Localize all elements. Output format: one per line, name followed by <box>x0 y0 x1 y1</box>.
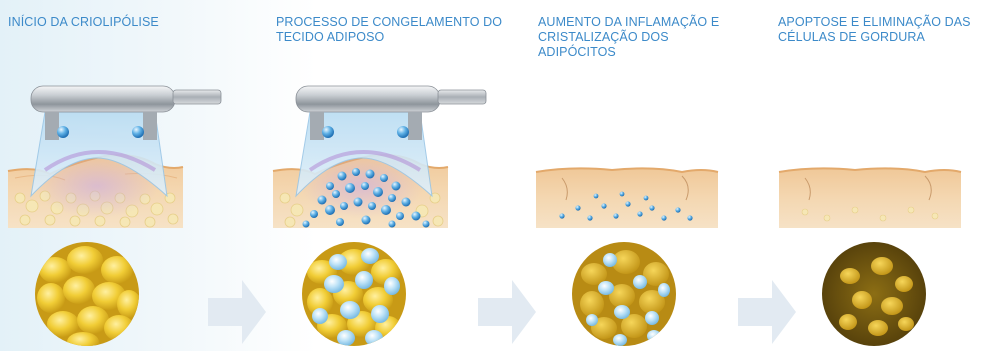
applicator-head <box>30 85 222 140</box>
stage-4-fat-cell-closeup <box>822 242 926 346</box>
applicator-head <box>295 85 487 140</box>
stage-2-fat-cell-closeup <box>302 242 406 346</box>
stage-3-caption: AUMENTO DA INFLAMAÇÃO E CRISTALIZAÇÃO DO… <box>538 15 720 59</box>
ice-crystal-bubbles <box>559 191 693 221</box>
stage-1-applicator-illustration <box>7 85 222 228</box>
stage-4-caption: APOPTOSE E ELIMINAÇÃO DAS CÉLULAS DE GOR… <box>778 15 971 44</box>
skin-tissue-block <box>535 167 719 228</box>
stage-1-caption: INÍCIO DA CRIOLIPÓLISE <box>8 15 159 29</box>
stage-2-applicator-illustration <box>272 85 487 228</box>
ice-crystal-bubbles <box>302 168 430 228</box>
stage-1-fat-cell-closeup <box>35 242 139 346</box>
stage-4-skin-illustration <box>778 167 962 228</box>
stage-arrow-1 <box>208 280 266 344</box>
skin-tissue-block <box>778 167 962 228</box>
stage-3-skin-illustration <box>535 167 719 228</box>
stage-3-fat-cell-closeup <box>572 242 676 346</box>
stage-arrow-3 <box>738 280 796 344</box>
cold-zone-glow <box>35 154 159 218</box>
stage-arrow-2 <box>478 280 536 344</box>
stage-2-caption: PROCESSO DE CONGELAMENTO DO TECIDO ADIPO… <box>276 15 503 44</box>
fat-cell-cluster <box>801 206 939 222</box>
